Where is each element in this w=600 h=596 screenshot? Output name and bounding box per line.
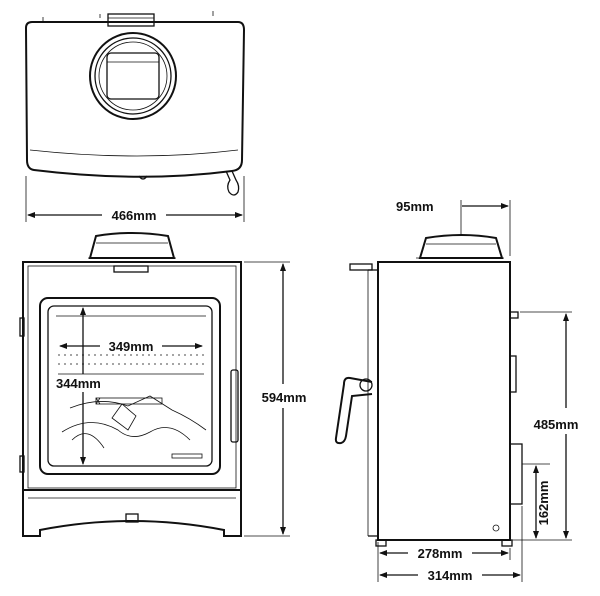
top-body-outline <box>24 21 246 178</box>
dim-window-width: 349mm <box>109 339 154 354</box>
front-base <box>22 490 242 537</box>
front-door-handle <box>230 369 239 443</box>
dim-air-inlet-height: 162mm <box>536 481 551 526</box>
dim-side-depth-inner: 278mm <box>418 546 463 561</box>
side-door-handle <box>334 376 373 445</box>
top-handle <box>225 170 240 196</box>
dim-front-height: 594mm <box>262 390 307 405</box>
flue-opening <box>106 52 160 100</box>
front-body-outline <box>22 261 242 491</box>
dim-flue-offset: 95mm <box>396 199 434 214</box>
dim-rear-outlet-height: 485mm <box>534 417 579 432</box>
door-glass <box>47 305 213 467</box>
front-top-lever <box>113 265 149 273</box>
door-window-outer <box>39 297 221 475</box>
side-view: 95mm 485mm 162mm 278mm 314mm <box>334 199 579 583</box>
top-view: 466mm <box>24 11 246 223</box>
side-body-outline <box>377 261 511 541</box>
side-flue-collar <box>418 234 504 259</box>
rear-air-inlet <box>509 443 523 505</box>
front-view: 349mm 344mm 594mm <box>19 232 307 537</box>
dim-window-height: 344mm <box>56 376 101 391</box>
top-outlet-tab <box>107 13 155 27</box>
dim-top-width: 466mm <box>112 208 157 223</box>
dim-side-depth-total: 314mm <box>428 568 473 583</box>
front-flue-collar <box>88 232 176 259</box>
flue-collar-outer <box>89 32 177 120</box>
